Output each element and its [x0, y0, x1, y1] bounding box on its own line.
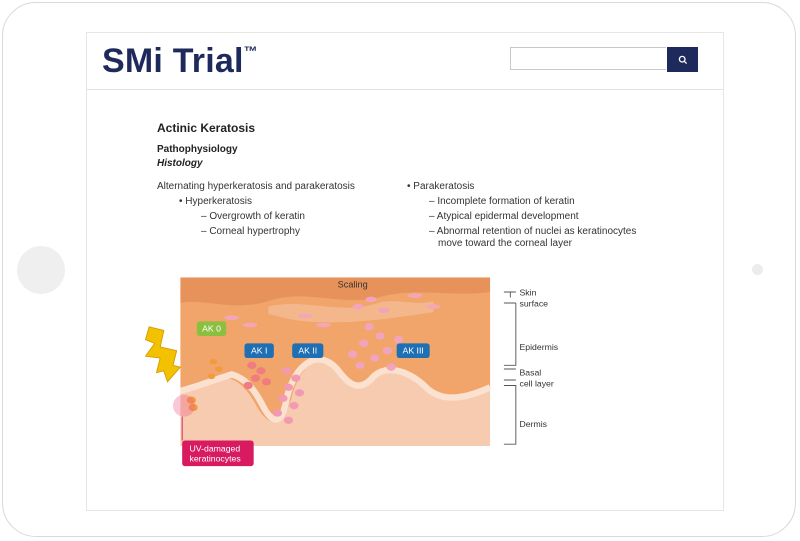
- search-button[interactable]: [667, 47, 698, 72]
- search-icon: [678, 55, 687, 64]
- scaling-label: Scaling: [338, 279, 368, 289]
- search-input[interactable]: [510, 47, 666, 70]
- logo-trademark: ™: [243, 42, 258, 59]
- uv-damaged-badge: [182, 440, 254, 467]
- uv-damaged-label-2: keratinocytes: [190, 454, 242, 464]
- skin-surface-label-2: surface: [520, 299, 549, 309]
- stage-ak0-badge: [196, 321, 227, 336]
- stage-ak1-badge: [244, 343, 274, 358]
- epidermis-layer: [180, 288, 491, 422]
- app-logo[interactable]: SMi Trial™: [102, 42, 258, 81]
- intro-text: Alternating hyperkeratosis and parakerat…: [157, 181, 355, 192]
- app-header: SMi Trial™: [87, 33, 723, 90]
- uv-damaged-label-1: UV-damaged: [190, 444, 241, 454]
- stage-ak3-badge: [396, 343, 430, 358]
- stratum-corneum: [180, 277, 491, 306]
- hyperkeratosis-heading: • Hyperkeratosis: [179, 196, 252, 207]
- parakeratosis-item: – Atypical epidermal development: [429, 211, 579, 222]
- parakeratosis-item: – Incomplete formation of keratin: [429, 196, 575, 207]
- skin-histology-diagram: Scaling AK 0 AK I AK II AK III UV-damage…: [144, 277, 559, 467]
- parakeratosis-item: move toward the corneal layer: [438, 238, 572, 249]
- basal-label-1: Basal: [520, 367, 542, 377]
- layer-brackets: [503, 291, 517, 445]
- skin-surface-label-1: Skin: [520, 288, 537, 298]
- dysplastic-cells-ak2: [272, 367, 305, 424]
- keratin-flakes: [224, 293, 441, 328]
- dermis-label: Dermis: [520, 419, 548, 429]
- page-subtitle: Pathophysiology: [157, 144, 238, 155]
- logo-text: SMi Trial: [102, 42, 244, 80]
- basal-cell-layer: [180, 356, 491, 423]
- section-title: Histology: [157, 158, 203, 169]
- parakeratosis-item: – Abnormal retention of nuclei as kerati…: [429, 226, 637, 237]
- stage-ak0-label: AK 0: [202, 323, 221, 333]
- page-title: Actinic Keratosis: [157, 121, 256, 135]
- stage-ak3-label: AK III: [403, 345, 424, 355]
- home-button[interactable]: [17, 246, 65, 294]
- basal-label-2: cell layer: [520, 378, 554, 388]
- stage-ak1-label: AK I: [251, 345, 267, 355]
- stage-ak2-badge: [292, 343, 324, 358]
- camera-dot: [752, 264, 763, 275]
- lightning-icon: [144, 326, 182, 383]
- dysplastic-cells-ak1: [243, 361, 272, 390]
- uv-damaged-cells: [186, 358, 223, 412]
- dysplastic-cells-ak3: [348, 296, 404, 371]
- hyperkeratosis-item: – Corneal hypertrophy: [201, 226, 300, 237]
- stage-ak2-label: AK II: [298, 345, 317, 355]
- parakeratosis-heading: • Parakeratosis: [407, 181, 475, 192]
- uv-damage-glow: [173, 394, 195, 417]
- hyperkeratosis-item: – Overgrowth of keratin: [201, 211, 305, 222]
- epidermis-label: Epidermis: [520, 342, 559, 352]
